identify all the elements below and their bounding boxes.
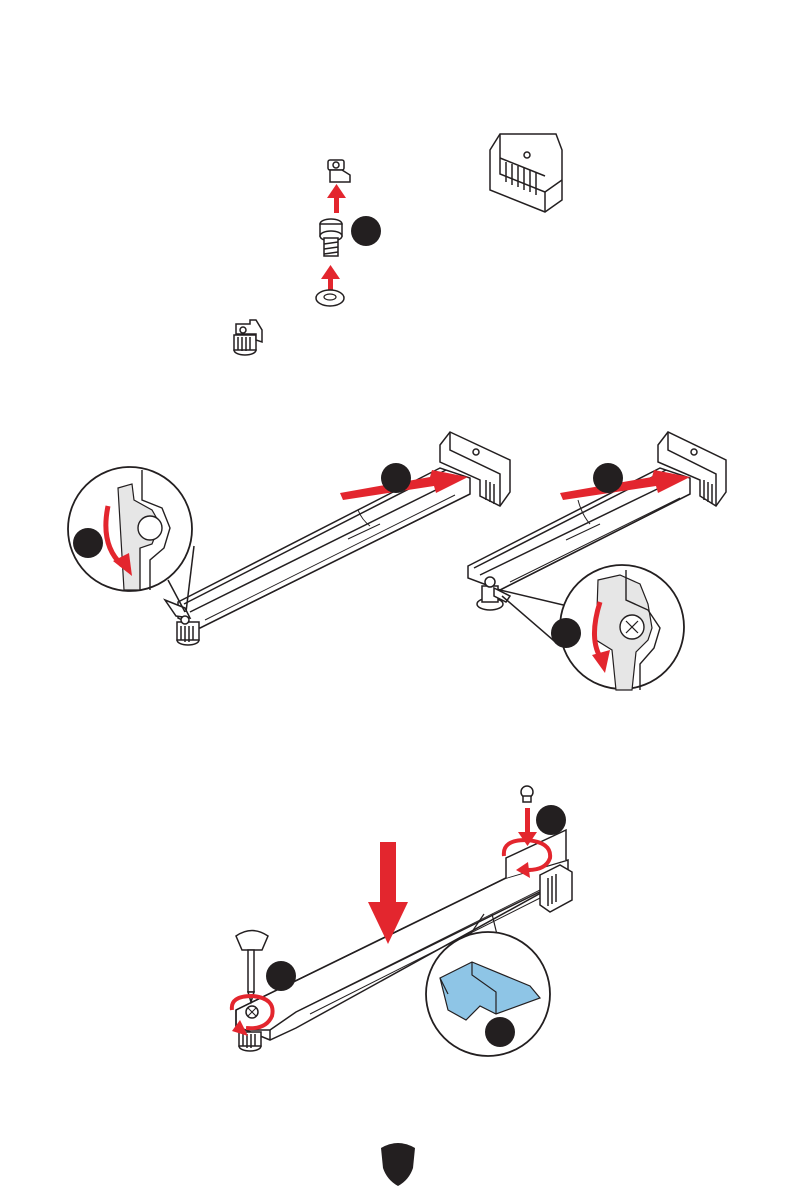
latch-standoff-icon <box>234 320 262 355</box>
callout-2b <box>381 463 411 493</box>
standoff-icon <box>320 219 342 256</box>
callout-3a <box>266 961 296 991</box>
zoom-circle-left <box>68 467 192 591</box>
screwdriver-icon <box>236 931 268 1003</box>
logo-shield-icon <box>379 1140 417 1186</box>
callout-2d <box>593 463 623 493</box>
callout-3c <box>485 1017 515 1047</box>
callout-2c <box>551 618 581 648</box>
latch-screw-icon <box>328 160 350 182</box>
arrow-up-top <box>327 184 346 213</box>
callout-3b <box>536 805 566 835</box>
step1-group <box>234 134 562 355</box>
callout-1a <box>351 216 381 246</box>
zoom-circle-right <box>551 565 684 690</box>
connector-icon <box>490 134 562 212</box>
step2-left-group <box>165 432 510 645</box>
callout-2a <box>73 528 103 558</box>
